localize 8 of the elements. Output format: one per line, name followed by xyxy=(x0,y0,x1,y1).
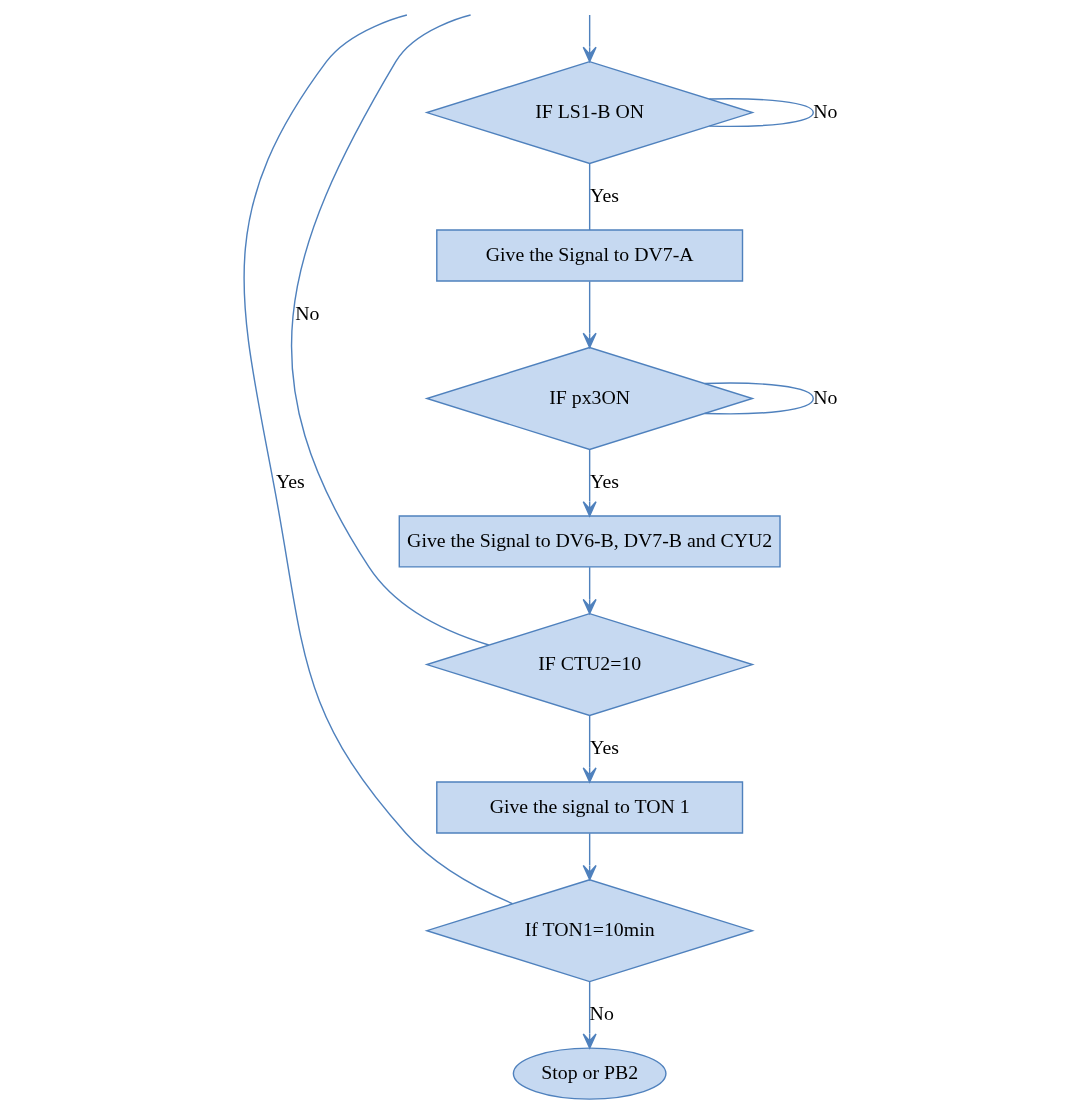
edge-label: Yes xyxy=(275,469,305,492)
edge-label: Yes xyxy=(589,736,619,759)
edge-label: Yes xyxy=(589,469,619,492)
edge-label: No xyxy=(589,1002,614,1025)
edge-label: No xyxy=(294,301,319,324)
edge-label: Yes xyxy=(589,184,619,207)
edge-label: No xyxy=(812,99,837,122)
edge-label: No xyxy=(812,385,837,408)
